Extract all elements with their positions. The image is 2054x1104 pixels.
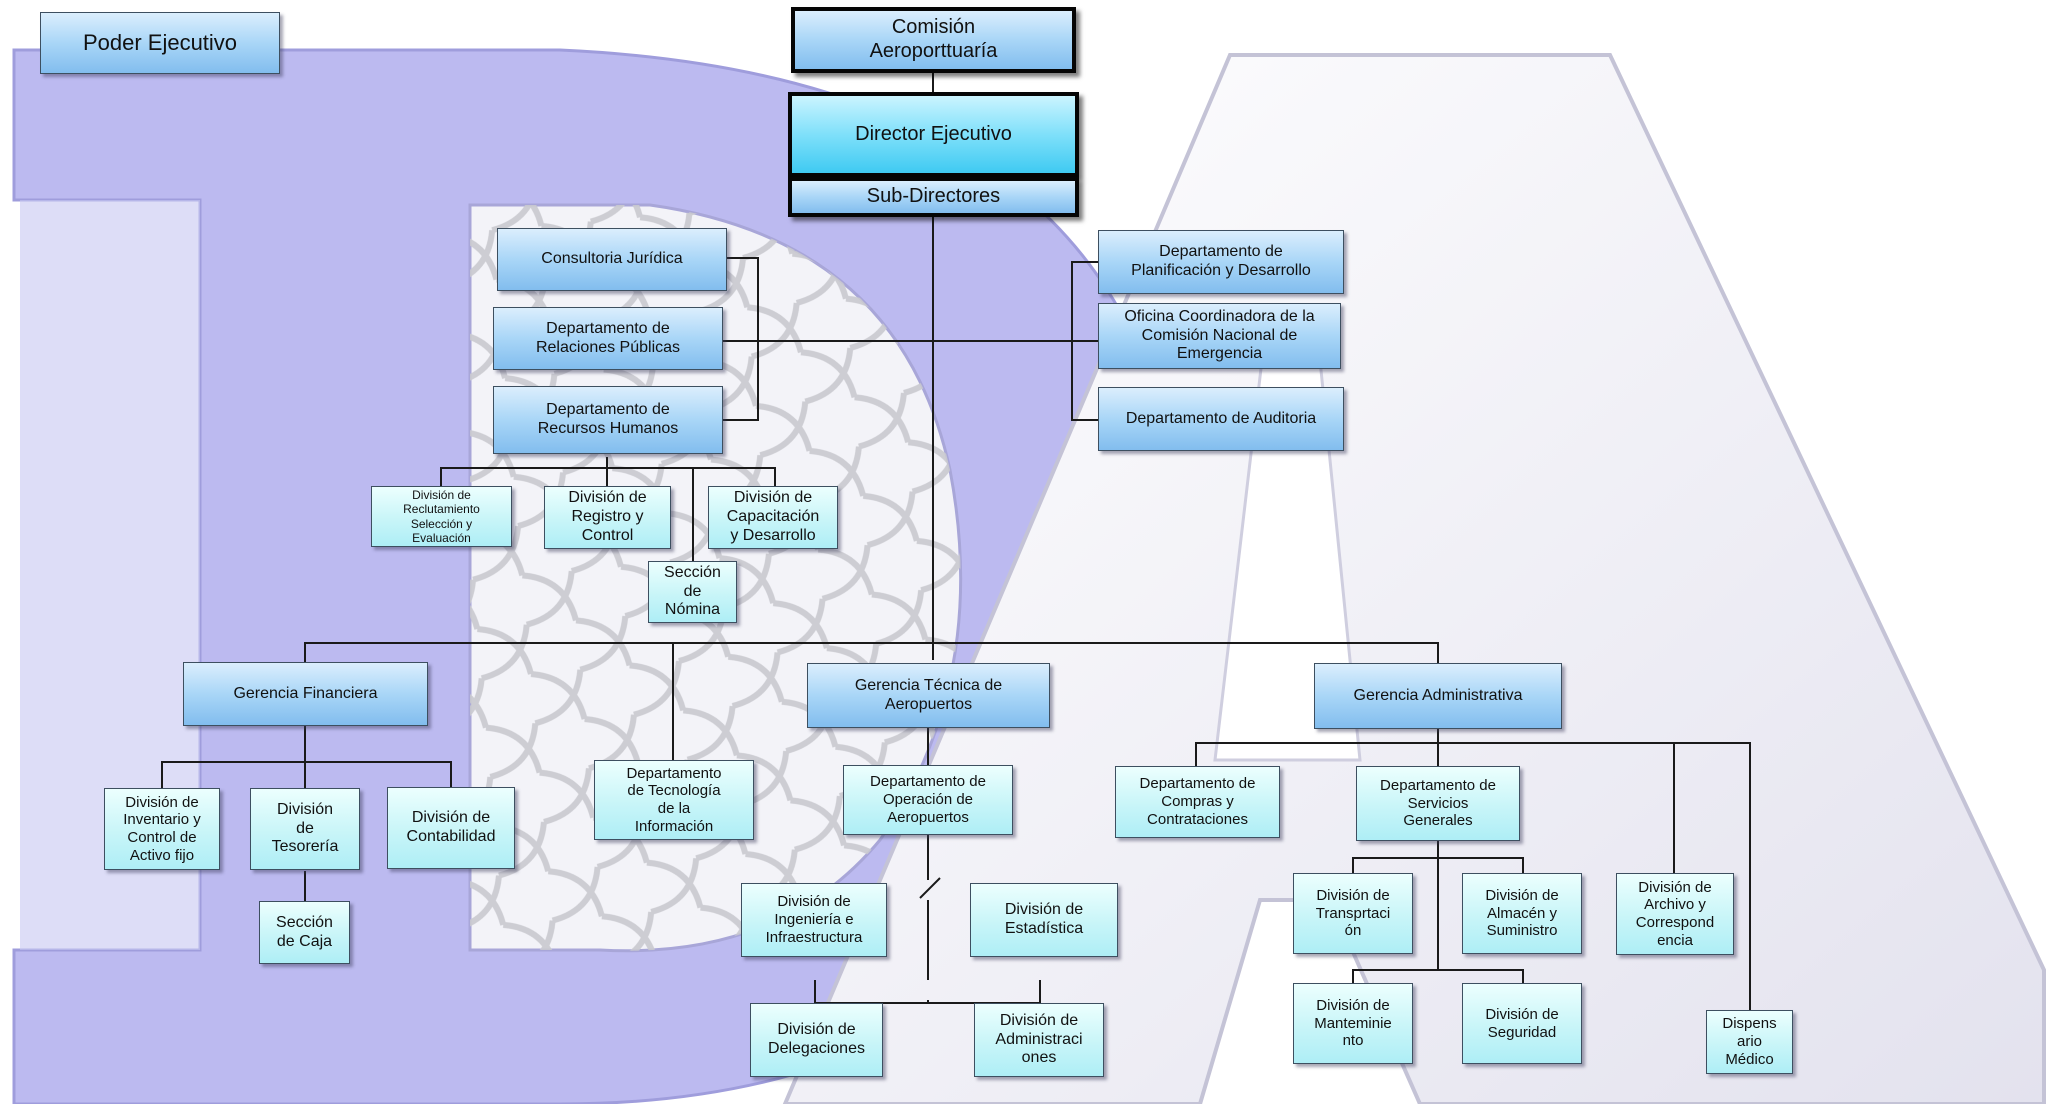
- departamento-servicios-box: Departamento de Servicios Generales: [1356, 766, 1520, 841]
- departamento-tecnologia-box: Departamento de Tecnología de la Informa…: [594, 760, 754, 840]
- division-registro-box: División de Registro y Control: [544, 486, 671, 549]
- departamento-auditoria-box: Departamento de Auditoria: [1098, 387, 1344, 451]
- dispensario-medico-box: Dispens ario Médico: [1706, 1010, 1793, 1074]
- division-capacitacion-box: División de Capacitación y Desarrollo: [708, 486, 838, 549]
- recursos-humanos-box: Departamento de Recursos Humanos: [493, 386, 723, 454]
- division-mantenimiento-box: División de Manteminie nto: [1293, 983, 1413, 1064]
- departamento-operacion-box: Departamento de Operación de Aeropuertos: [843, 765, 1013, 835]
- division-tesoreria-box: División de Tesorería: [250, 788, 360, 870]
- departamento-compras-box: Departamento de Compras y Contrataciones: [1115, 766, 1280, 838]
- sub-directores-box: Sub-Directores: [788, 177, 1079, 217]
- division-transportacion-box: División de Transprtaci ón: [1293, 873, 1413, 954]
- division-ingenieria-box: División de Ingeniería e Infraestructura: [741, 883, 887, 957]
- gerencia-financiera-box: Gerencia Financiera: [183, 662, 428, 726]
- division-inventario-box: División de Inventario y Control de Acti…: [104, 788, 220, 870]
- seccion-nomina-box: Sección de Nómina: [648, 561, 737, 623]
- gerencia-administrativa-box: Gerencia Administrativa: [1314, 663, 1562, 729]
- division-administraciones-box: División de Administraci ones: [974, 1003, 1104, 1077]
- division-seguridad-box: División de Seguridad: [1462, 983, 1582, 1064]
- division-estadistica-box: División de Estadística: [970, 883, 1118, 957]
- oficina-emergencia-box: Oficina Coordinadora de la Comisión Naci…: [1098, 303, 1341, 369]
- division-archivo-box: División de Archivo y Correspond encia: [1616, 873, 1734, 955]
- division-reclutamiento-box: División de Reclutamiento Selección y Ev…: [371, 486, 512, 547]
- division-delegaciones-box: División de Delegaciones: [750, 1003, 883, 1077]
- relaciones-publicas-box: Departamento de Relaciones Públicas: [493, 307, 723, 370]
- consultoria-juridica-box: Consultoria Jurídica: [497, 228, 727, 291]
- poder-ejecutivo-box: Poder Ejecutivo: [40, 12, 280, 74]
- director-ejecutivo-box: Director Ejecutivo: [788, 92, 1079, 177]
- division-contabilidad-box: División de Contabilidad: [387, 787, 515, 869]
- gerencia-tecnica-box: Gerencia Técnica de Aeropuertos: [807, 663, 1050, 728]
- division-almacen-box: División de Almacén y Suministro: [1462, 873, 1582, 954]
- planificacion-desarrollo-box: Departamento de Planificación y Desarrol…: [1098, 230, 1344, 294]
- comision-aeroportuaria-box: Comisión Aeroporttuaría: [791, 7, 1076, 73]
- seccion-caja-box: Sección de Caja: [259, 901, 350, 964]
